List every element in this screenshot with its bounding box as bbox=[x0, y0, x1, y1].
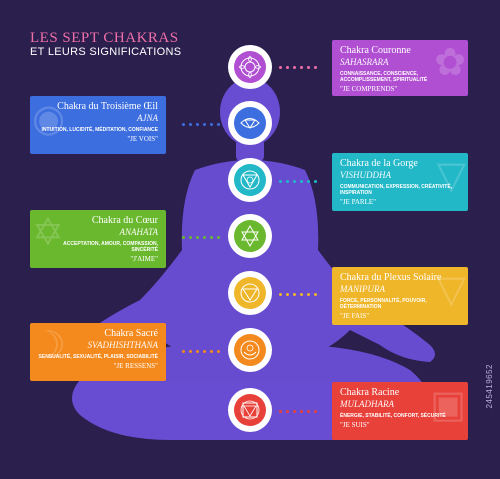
connector-solar-plexus bbox=[279, 293, 321, 297]
page-subtitle: ET LEURS SIGNIFICATIONS bbox=[30, 46, 182, 58]
card-throat: ▽ Chakra de la Gorge VISHUDDHA COMMUNICA… bbox=[332, 153, 468, 211]
connector-heart bbox=[182, 236, 224, 240]
chakra-phrase: "JE VOIS" bbox=[127, 135, 158, 143]
chakra-sanskrit: MANIPURA bbox=[340, 284, 385, 294]
chakra-meaning: SENSUALITÉ, SEXUALITÉ, PLAISIR, SOCIABIL… bbox=[38, 354, 158, 360]
chakra-sacral-circle bbox=[228, 328, 272, 372]
chakra-meaning: INTUITION, LUCIDITÉ, MÉDITATION, CONFIAN… bbox=[41, 127, 158, 133]
square-watermark-icon: ▣ bbox=[430, 384, 466, 426]
chakra-throat-circle bbox=[228, 158, 272, 202]
chakra-name: Chakra Racine bbox=[340, 387, 400, 398]
card-sacral: ☽ Chakra Sacré SVADHISHTHANA SENSUALITÉ,… bbox=[30, 323, 166, 381]
chakra-name: Chakra du Troisième Œil bbox=[57, 101, 158, 112]
chakra-third-eye-circle bbox=[228, 101, 272, 145]
eye-icon bbox=[240, 118, 260, 129]
crescent-icon bbox=[240, 340, 260, 360]
square-triangle-icon bbox=[240, 400, 260, 420]
chakra-meaning: COMMUNICATION, EXPRESSION, CRÉATIVITÉ, I… bbox=[340, 184, 453, 196]
card-crown: ✿ Chakra Couronne SAHASRARA CONNAISSANCE… bbox=[332, 40, 468, 96]
chakra-solar-plexus-circle bbox=[228, 271, 272, 315]
chakra-sanskrit: AJNA bbox=[137, 113, 158, 123]
stock-id: 245419652 bbox=[485, 364, 494, 409]
chakra-heart-circle bbox=[228, 214, 272, 258]
chakra-name: Chakra du Plexus Solaire bbox=[340, 272, 442, 283]
connector-root bbox=[279, 410, 321, 414]
chakra-meaning: CONNAISSANCE, CONSCIENCE, ACCOMPLISSEMEN… bbox=[340, 71, 428, 83]
sun-triangle-watermark-icon: ▽ bbox=[436, 269, 466, 311]
lotus-watermark-icon: ✿ bbox=[434, 42, 466, 84]
eye-watermark-icon: ◉ bbox=[32, 98, 66, 140]
connector-sacral bbox=[182, 350, 224, 354]
chakra-meaning: ÉNERGIE, STABILITÉ, CONFORT, SÉCURITÉ bbox=[340, 413, 446, 419]
card-solar-plexus: ▽ Chakra du Plexus Solaire MANIPURA FORC… bbox=[332, 267, 468, 325]
chakra-sanskrit: SVADHISHTHANA bbox=[87, 340, 158, 350]
chakra-phrase: "JE FAIS" bbox=[340, 312, 370, 320]
triangle-icon bbox=[240, 170, 260, 190]
crescent-watermark-icon: ☽ bbox=[32, 325, 67, 367]
card-heart: ✡ Chakra du Cœur ANAHATA ACCEPTATION, AM… bbox=[30, 210, 166, 268]
connector-throat bbox=[279, 180, 321, 184]
connector-third-eye bbox=[182, 123, 224, 127]
chakra-sanskrit: ANAHATA bbox=[119, 227, 159, 237]
card-third-eye: ◉ Chakra du Troisième Œil AJNA INTUITION… bbox=[30, 96, 166, 154]
chakra-name: Chakra de la Gorge bbox=[340, 158, 418, 169]
card-root: ▣ Chakra Racine MULADHARA ÉNERGIE, STABI… bbox=[332, 382, 468, 440]
chakra-crown-circle bbox=[228, 45, 272, 89]
chakra-phrase: "JE SUIS" bbox=[340, 421, 370, 429]
chakra-phrase: "JE PARLE" bbox=[340, 198, 376, 206]
sun-triangle-icon bbox=[240, 283, 260, 303]
chakra-sanskrit: MULADHARA bbox=[340, 399, 394, 409]
star-icon bbox=[241, 224, 259, 248]
chakra-name: Chakra du Cœur bbox=[91, 215, 158, 226]
connector-crown bbox=[279, 66, 321, 70]
chakra-root-circle bbox=[228, 388, 272, 432]
chakra-sanskrit: SAHASRARA bbox=[340, 57, 389, 67]
chakra-sanskrit: VISHUDDHA bbox=[340, 170, 391, 180]
chakra-phrase: "JE RESSENS" bbox=[113, 362, 158, 370]
triangle-watermark-icon: ▽ bbox=[436, 155, 466, 197]
chakra-phrase: "JE COMPRENDS" bbox=[340, 85, 398, 93]
star-watermark-icon: ✡ bbox=[32, 212, 64, 254]
lotus-icon bbox=[238, 55, 262, 79]
chakra-meaning: ACCEPTATION, AMOUR, COMPASSION, SINCÉRIT… bbox=[63, 241, 158, 253]
chakra-name: Chakra Couronne bbox=[340, 45, 411, 56]
page-title: LES SEPT CHAKRAS bbox=[30, 30, 179, 46]
chakra-phrase: "J'AIME" bbox=[130, 255, 158, 263]
chakra-meaning: FORCE, PERSONNALITÉ, POUVOIR, DÉTERMINAT… bbox=[340, 298, 427, 310]
chakra-name: Chakra Sacré bbox=[104, 328, 158, 339]
